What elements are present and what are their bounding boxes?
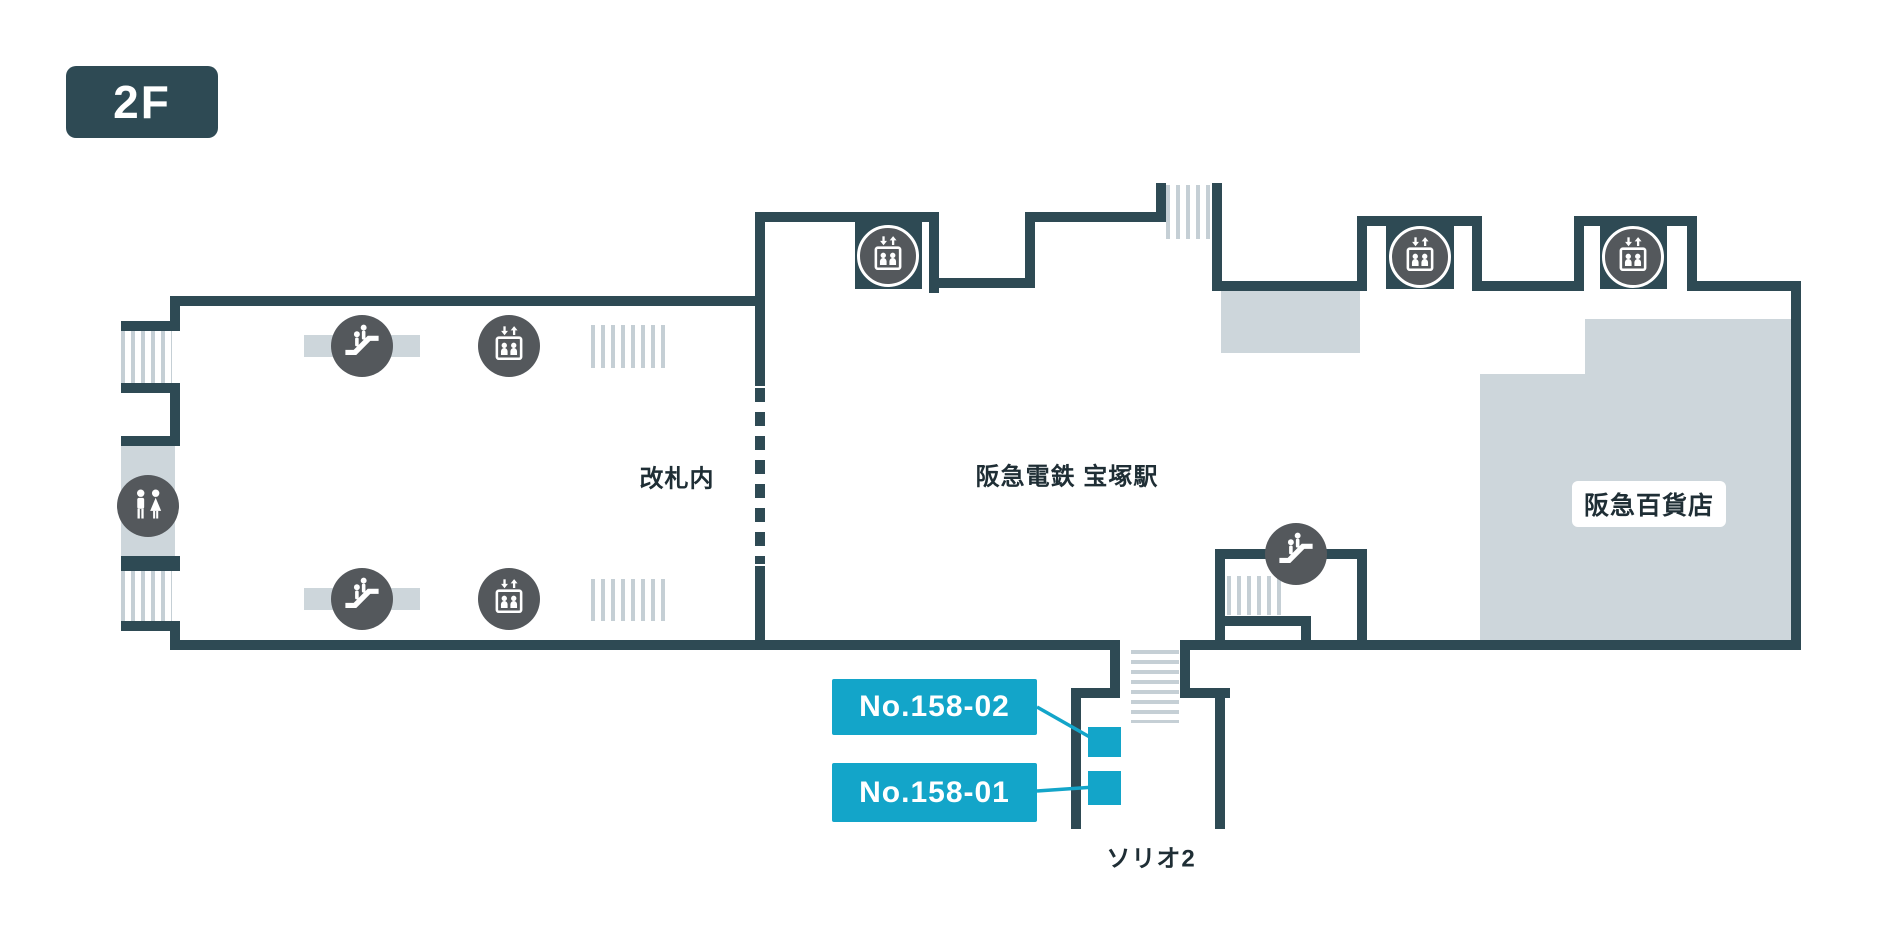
wall-segment <box>755 212 939 222</box>
wall-segment <box>170 640 1120 650</box>
wall-segment <box>1190 640 1801 650</box>
escalator-icon <box>1265 523 1327 585</box>
wall-segment <box>1180 688 1230 698</box>
label-solio2: ソリオ2 <box>1106 845 1196 873</box>
stairs-west-lower <box>121 571 172 621</box>
ad-position-marker-158-01[interactable] <box>1088 771 1121 805</box>
wall-segment <box>170 383 180 446</box>
wall-segment <box>1301 616 1311 650</box>
wall-segment <box>170 296 180 331</box>
wall-segment <box>1180 640 1190 698</box>
escalator-icon <box>331 568 393 630</box>
wall-segment <box>755 566 765 650</box>
elevator-icon <box>857 225 919 287</box>
wall-segment <box>1357 549 1367 650</box>
elevator-icon <box>1389 226 1451 288</box>
ad-position-marker-158-02[interactable] <box>1088 727 1121 757</box>
floor-badge: 2F <box>66 66 218 138</box>
wall-segment <box>121 621 172 631</box>
wall-segment <box>1574 216 1584 291</box>
wall-segment <box>1025 212 1166 222</box>
wall-segment <box>1791 281 1801 650</box>
wall-segment <box>1212 281 1367 291</box>
wall-segment <box>1212 183 1222 291</box>
wall-segment <box>1071 688 1081 829</box>
stairs-gated-upper <box>591 325 669 368</box>
elevator-icon <box>1602 226 1664 288</box>
wall-segment <box>1357 216 1367 291</box>
department-store-area-upper <box>1585 319 1791 374</box>
wall-segment <box>170 621 180 650</box>
wall-segment <box>1215 549 1225 650</box>
label-inside-gate: 改札内 <box>639 465 715 493</box>
ad-position-label-158-01[interactable]: No.158-01 <box>832 763 1037 822</box>
label-department-store: 阪急百貨店 <box>1583 492 1715 520</box>
stairs-west-upper <box>121 331 172 383</box>
elevator-icon <box>478 315 540 377</box>
stairs-corridor <box>1131 650 1179 723</box>
wall-segment <box>1472 216 1482 291</box>
wall-segment <box>1110 640 1120 698</box>
wall-segment <box>1687 281 1801 291</box>
wall-segment <box>170 296 765 306</box>
wall-segment <box>929 278 1035 288</box>
label-station-name: 阪急電鉄 宝塚駅 <box>975 463 1159 491</box>
wall-segment <box>1156 183 1166 222</box>
wall-segment <box>1574 216 1697 226</box>
wall-segment <box>755 212 765 386</box>
wall-segment <box>1025 212 1035 288</box>
wall-segment <box>1357 216 1477 226</box>
wall-segment <box>929 212 939 293</box>
stairs-north <box>1166 185 1212 239</box>
wall-segment <box>1071 688 1120 698</box>
stairs-escalator-enclosure <box>1227 576 1281 615</box>
wall-segment <box>1215 616 1311 626</box>
wall-segment <box>1472 281 1584 291</box>
wall-segment <box>121 321 172 331</box>
wall-segment <box>1215 693 1225 829</box>
ticket-gate-line <box>755 388 765 564</box>
wall-segment <box>121 436 175 446</box>
wall-segment <box>1687 216 1697 291</box>
elevator-icon <box>478 568 540 630</box>
wall-segment <box>121 561 172 571</box>
restroom-icon <box>117 475 179 537</box>
stairs-gated-lower <box>591 579 669 621</box>
ad-position-label-158-02[interactable]: No.158-02 <box>832 679 1037 735</box>
platform-gray-area <box>1221 291 1360 353</box>
wall-segment <box>121 383 172 393</box>
wall-segment <box>170 556 180 571</box>
label-department-store-pill: 阪急百貨店 <box>1571 481 1727 527</box>
escalator-icon <box>331 315 393 377</box>
